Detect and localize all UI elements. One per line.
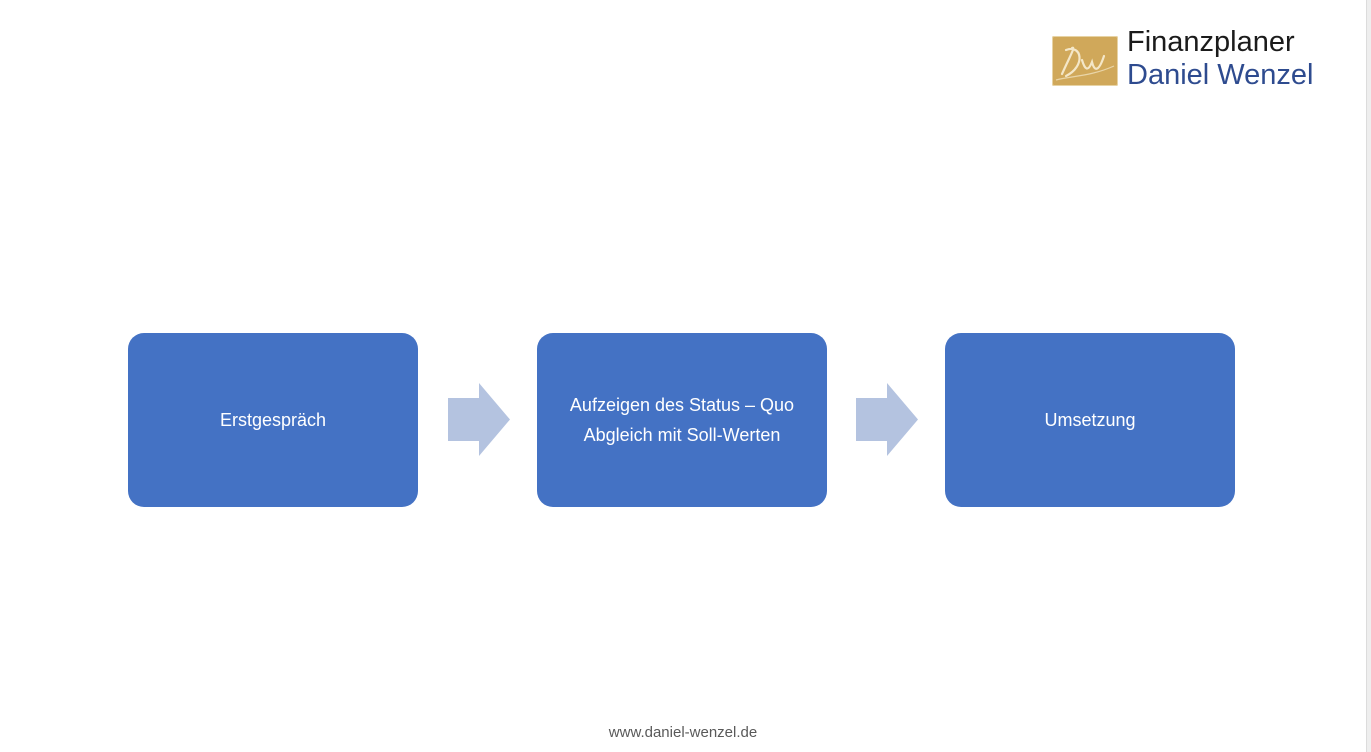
logo-name: Daniel Wenzel: [1127, 59, 1314, 91]
window-right-edge: [1366, 0, 1371, 752]
arrow-right-icon: [856, 383, 918, 456]
step-label: Erstgespräch: [220, 405, 326, 435]
step-label-line: Abgleich mit Soll-Werten: [583, 425, 781, 445]
step-label-line: Erstgespräch: [219, 410, 327, 430]
logo-title: Finanzplaner: [1127, 26, 1295, 58]
step-label: Umsetzung: [1044, 405, 1135, 435]
step-label-line: Aufzeigen des Status – Quo: [569, 395, 795, 415]
logo-monogram-icon: [1052, 36, 1118, 86]
step-initial-consultation: Erstgespräch: [128, 333, 418, 507]
logo: Finanzplaner Daniel Wenzel: [1051, 26, 1351, 96]
step-label: Aufzeigen des Status – Quo Abgleich mit …: [570, 390, 794, 450]
step-implementation: Umsetzung: [945, 333, 1235, 507]
step-label-line: Umsetzung: [1044, 410, 1136, 430]
arrow-right-icon: [448, 383, 510, 456]
footer-url: www.daniel-wenzel.de: [608, 724, 758, 741]
step-status-quo: Aufzeigen des Status – Quo Abgleich mit …: [537, 333, 827, 507]
